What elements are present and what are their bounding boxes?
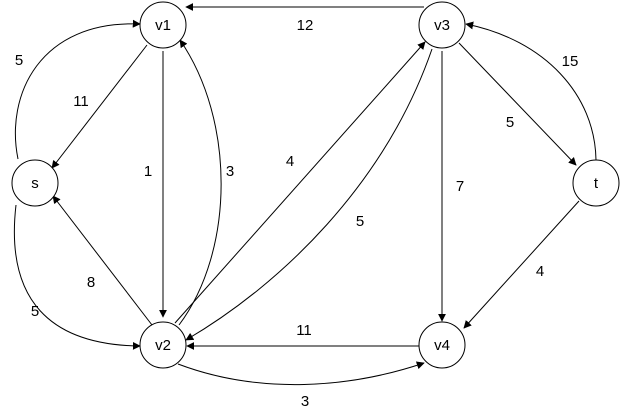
nodes: v1 v3 s t v2 v4 [11, 1, 620, 369]
node-v2: v2 [139, 321, 187, 369]
edge-v2-v3 [174, 41, 426, 324]
weight-v2-v1: 3 [226, 163, 234, 180]
node-label-v1: v1 [155, 17, 171, 34]
edge-v2-s [52, 195, 153, 326]
node-v3: v3 [418, 1, 466, 49]
weight-t-v3: 15 [562, 53, 579, 70]
edge-s-v2 [13, 204, 141, 350]
edge-t-v4 [463, 200, 580, 329]
weight-v2-v3: 4 [286, 153, 294, 170]
node-v4: v4 [418, 321, 466, 369]
node-s: s [11, 159, 59, 207]
weight-t-v4: 4 [536, 263, 544, 280]
weight-v2-s: 8 [87, 274, 95, 291]
edge-v2-v4 [177, 361, 425, 386]
edge-v3-v2 [185, 48, 433, 341]
weight-v2-v4: 3 [301, 393, 309, 410]
node-label-s: s [31, 175, 39, 192]
weight-v1-s: 11 [73, 93, 89, 110]
node-label-v4: v4 [434, 337, 450, 354]
edge-weights: 12 5 11 1 3 4 5 5 15 7 4 8 5 11 3 [15, 17, 579, 410]
edges [13, 3, 597, 386]
weight-v1-v2: 1 [144, 163, 152, 180]
weight-v3-v1: 12 [297, 17, 314, 34]
weight-v3-v2: 5 [356, 213, 364, 230]
node-t: t [572, 159, 620, 207]
weight-v3-t: 5 [506, 114, 514, 131]
weight-v4-v2: 11 [296, 322, 312, 339]
node-label-t: t [594, 175, 599, 192]
edge-s-v1 [14, 19, 141, 160]
edge-t-v3 [465, 21, 597, 161]
edge-v3-t [458, 42, 577, 166]
node-v1: v1 [139, 1, 187, 49]
edge-v2-v1 [178, 39, 222, 326]
weight-s-v1: 5 [15, 52, 23, 69]
weight-v3-v4: 7 [456, 178, 464, 195]
node-label-v3: v3 [434, 17, 450, 34]
weight-s-v2: 5 [31, 303, 39, 320]
node-label-v2: v2 [155, 337, 171, 354]
edge-v1-s [51, 44, 148, 169]
